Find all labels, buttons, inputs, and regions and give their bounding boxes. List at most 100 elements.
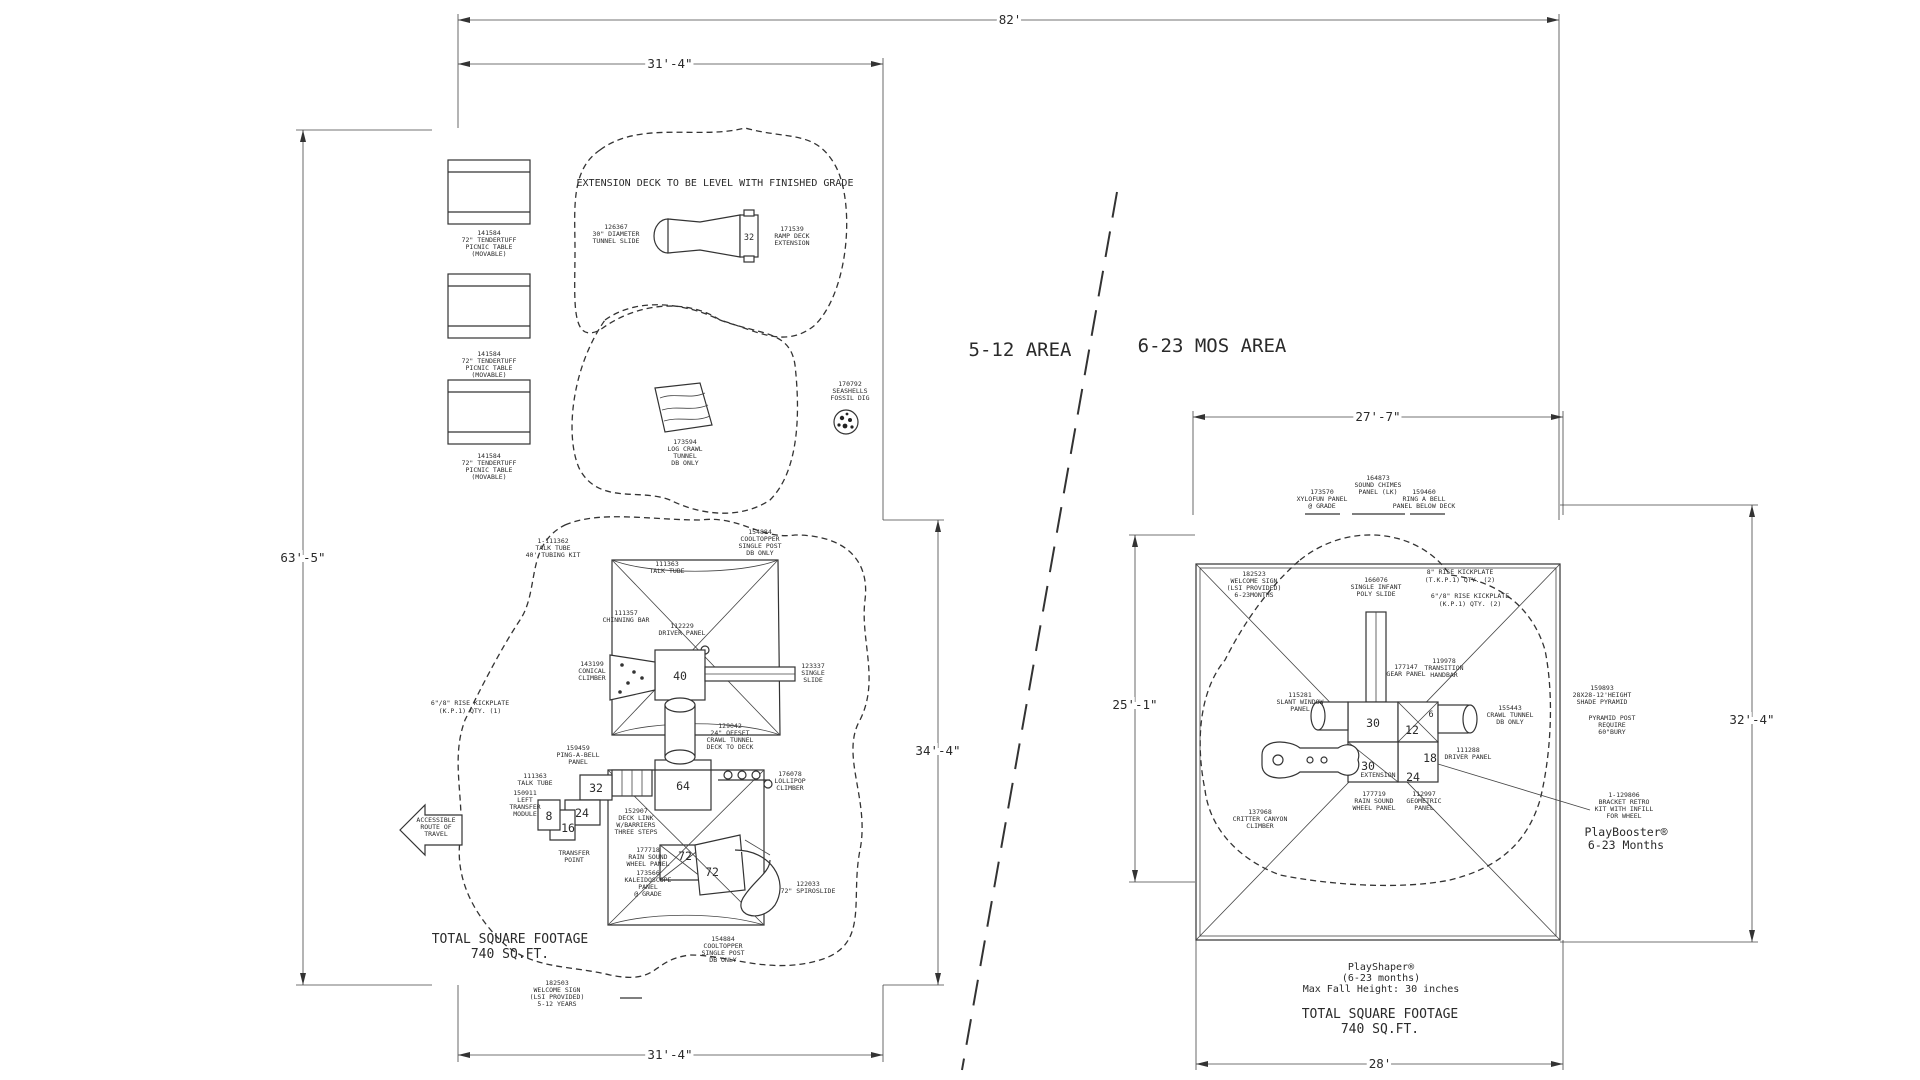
- svg-text:BRACKET RETRO: BRACKET RETRO: [1599, 798, 1650, 806]
- left-total-title: TOTAL SQUARE FOOTAGE: [432, 932, 589, 947]
- svg-text:DB ONLY: DB ONLY: [746, 549, 773, 557]
- svg-text:177147: 177147: [1394, 663, 1418, 671]
- svg-text:CRITTER CANYON: CRITTER CANYON: [1233, 815, 1288, 823]
- svg-text:TUNNEL SLIDE: TUNNEL SLIDE: [593, 237, 640, 245]
- svg-text:24" OFFSET: 24" OFFSET: [710, 729, 749, 737]
- deck-height-72b: 72: [705, 865, 719, 879]
- main-structure-zone: 40 64 72 72: [431, 516, 870, 978]
- svg-text:173566: 173566: [636, 869, 660, 877]
- svg-text:72" TENDERTUFF: 72" TENDERTUFF: [462, 459, 517, 467]
- playbooster-label: PlayBooster® 6-23 Months: [1584, 825, 1667, 852]
- accessible-route-arrow: ACCESSIBLE ROUTE OF TRAVEL: [399, 803, 463, 857]
- label-infant-slide: 166076 SINGLE INFANT POLY SLIDE: [1351, 576, 1402, 598]
- log-crawl-zone: 173594 LOG CRAWL TUNNEL DB ONLY 170792 S…: [571, 304, 870, 514]
- svg-text:8" RISE KICKPLATE: 8" RISE KICKPLATE: [1427, 568, 1494, 576]
- svg-text:111288: 111288: [1456, 746, 1480, 754]
- svg-text:28X28-12'HEIGHT: 28X28-12'HEIGHT: [1573, 691, 1632, 699]
- svg-text:PANEL: PANEL: [1290, 705, 1310, 713]
- svg-text:6"/8" RISE KICKPLATE: 6"/8" RISE KICKPLATE: [1431, 592, 1509, 600]
- label-kickplate-kp: 6"/8" RISE KICKPLATE (K.P.1) QTY. (2): [1431, 592, 1509, 608]
- label-cooltopper-bottom: 154884 COOLTOPPER SINGLE POST DB ONLY: [701, 935, 744, 964]
- svg-text:PING-A-BELL: PING-A-BELL: [556, 751, 599, 759]
- spiroslide-symbol: [734, 839, 781, 917]
- label-rain-wheel-right: 177719 RAIN SOUND WHEEL PANEL: [1352, 790, 1395, 812]
- svg-text:6-23MONTHS: 6-23MONTHS: [1234, 591, 1273, 599]
- svg-text:POINT: POINT: [564, 856, 584, 864]
- svg-text:137968: 137968: [1248, 808, 1272, 816]
- svg-text:RAIN SOUND: RAIN SOUND: [628, 853, 667, 861]
- svg-text:DECK TO DECK: DECK TO DECK: [707, 743, 754, 751]
- fossil-dig-symbol: [833, 409, 859, 435]
- svg-text:111363: 111363: [655, 560, 679, 568]
- svg-text:111363: 111363: [523, 772, 547, 780]
- toddler-deck-12: 12 6: [1397, 701, 1439, 743]
- deck-64: 64: [654, 759, 712, 811]
- svg-text:SEASHELLS: SEASHELLS: [832, 387, 867, 395]
- svg-text:173570: 173570: [1310, 488, 1334, 496]
- svg-text:182523: 182523: [1242, 570, 1266, 578]
- svg-text:TALK TUBE: TALK TUBE: [649, 567, 684, 575]
- svg-text:(MOVABLE): (MOVABLE): [471, 371, 506, 379]
- svg-text:PICNIC TABLE: PICNIC TABLE: [466, 243, 513, 251]
- label-conical-climber: 143199 CONICAL CLIMBER: [578, 660, 605, 682]
- dim-right-right-height: 32'-4": [1729, 712, 1774, 727]
- svg-text:KIT WITH INFILL: KIT WITH INFILL: [1595, 805, 1654, 813]
- svg-text:CRAWL TUNNEL: CRAWL TUNNEL: [1487, 711, 1534, 719]
- svg-text:SINGLE POST: SINGLE POST: [738, 542, 781, 550]
- label-geometric-panel: 112997 GEOMETRIC PANEL: [1406, 790, 1441, 812]
- svg-text:(K.P.1) QTY. (2): (K.P.1) QTY. (2): [1439, 600, 1502, 608]
- label-gear-panel: 177147 GEAR PANEL: [1386, 663, 1425, 678]
- svg-text:SINGLE POST: SINGLE POST: [701, 949, 744, 957]
- svg-text:112229: 112229: [670, 622, 694, 630]
- svg-text:177719: 177719: [1362, 790, 1386, 798]
- svg-text:SINGLE INFANT: SINGLE INFANT: [1351, 583, 1402, 591]
- label-kickplate-tkp: 8" RISE KICKPLATE (T.K.P.1) QTY. (2): [1425, 568, 1495, 584]
- svg-text:COOLTOPPER: COOLTOPPER: [740, 535, 779, 543]
- svg-text:FOSSIL DIG: FOSSIL DIG: [830, 394, 869, 402]
- deck-height-16: 16: [561, 821, 575, 835]
- svg-text:72" SPIROSLIDE: 72" SPIROSLIDE: [781, 887, 836, 895]
- deck-40: 40: [654, 649, 706, 701]
- toddler-structure-zone: 30 12 6 18 30 24: [1195, 474, 1668, 1037]
- label-lollipop: 176078 LOLLIPOP CLIMBER: [774, 770, 805, 792]
- svg-text:SINGLE: SINGLE: [801, 669, 825, 677]
- infant-slide-symbol: [1365, 611, 1387, 703]
- label-slant-window: 115281 SLANT WINDOW PANEL: [1277, 691, 1324, 713]
- svg-text:111357: 111357: [614, 609, 638, 617]
- label-tunnel-slide: 126367 30" DIAMETER TUNNEL SLIDE: [593, 223, 640, 245]
- svg-text:COOLTOPPER: COOLTOPPER: [703, 942, 742, 950]
- svg-text:CLIMBER: CLIMBER: [578, 674, 605, 682]
- svg-text:129042: 129042: [718, 722, 742, 730]
- log-crawl-tunnel-symbol: [654, 382, 713, 433]
- label-ring-a-bell: 159460 RING A BELL PANEL BELOW DECK: [1393, 488, 1456, 510]
- label-talk-tube-left: 111363 TALK TUBE: [517, 772, 552, 787]
- svg-text:CLIMBER: CLIMBER: [1246, 822, 1273, 830]
- svg-text:SLIDE: SLIDE: [803, 676, 823, 684]
- svg-text:DECK LINK: DECK LINK: [618, 814, 653, 822]
- svg-text:PYRAMID POST: PYRAMID POST: [1589, 714, 1636, 722]
- label-welcome-sign-right: 182523 WELCOME SIGN (LSI PROVIDED) 6-23M…: [1227, 570, 1282, 599]
- label-critter-canyon: 137968 CRITTER CANYON CLIMBER: [1233, 808, 1288, 830]
- deck-height-r18: 18: [1423, 751, 1437, 765]
- dim-right-bottom-width: 28': [1369, 1056, 1392, 1071]
- svg-text:(MOVABLE): (MOVABLE): [471, 473, 506, 481]
- svg-text:TRANSFER: TRANSFER: [558, 849, 589, 857]
- upper-shade-canopy: [611, 559, 781, 736]
- dim-left-bottom-width: 31'-4": [647, 1047, 692, 1062]
- svg-text:PANEL: PANEL: [1414, 804, 1434, 812]
- svg-text:154884: 154884: [711, 935, 735, 943]
- svg-text:WHEEL PANEL: WHEEL PANEL: [626, 860, 669, 868]
- label-deck-link: 152907 DECK LINK W/BARRIERS THREE STEPS: [614, 807, 657, 836]
- svg-text:(LSI PROVIDED): (LSI PROVIDED): [530, 993, 585, 1001]
- area-label-5-12: 5-12 AREA: [969, 339, 1073, 361]
- toddler-crawl-tunnel-symbol: [1437, 704, 1478, 734]
- transfer-module: 32 24 16 8: [537, 774, 613, 841]
- svg-text:30" DIAMETER: 30" DIAMETER: [593, 230, 640, 238]
- dim-left-top-width: 31'-4": [647, 56, 692, 71]
- deck-height-r12: 12: [1405, 723, 1419, 737]
- svg-text:KALEIDOSCOPE: KALEIDOSCOPE: [625, 876, 672, 884]
- svg-text:ACCESSIBLE: ACCESSIBLE: [416, 816, 455, 824]
- svg-text:RAMP DECK: RAMP DECK: [774, 232, 809, 240]
- label-chinning-bar: 111357 CHINNING BAR: [603, 609, 650, 624]
- svg-text:60"BURY: 60"BURY: [1598, 728, 1625, 736]
